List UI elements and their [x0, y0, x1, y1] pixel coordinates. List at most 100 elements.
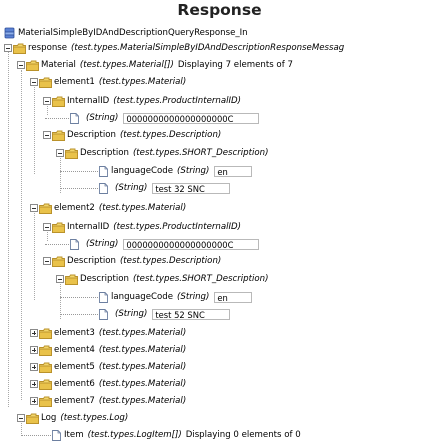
expand-toggle-icon[interactable] — [30, 397, 38, 405]
tree-node-element6[interactable]: element6 (test.types.Material) — [30, 377, 186, 391]
tree-node-response[interactable]: response (test.types.MaterialSimpleByIDA… — [4, 41, 344, 55]
node-type: (test.types.Material[]) — [79, 60, 174, 70]
description-value-field[interactable]: test 52 SNC — [152, 308, 231, 320]
languagecode-value-field[interactable]: en — [214, 291, 253, 303]
file-icon — [70, 113, 79, 124]
folder-icon — [39, 362, 52, 373]
description-value-field[interactable]: test 32 SNC — [152, 182, 231, 194]
tree-node-element4[interactable]: element4 (test.types.Material) — [30, 343, 186, 357]
collapse-toggle-icon[interactable] — [56, 275, 64, 283]
folder-icon — [13, 43, 26, 54]
tree-root[interactable]: MaterialSimpleByIDAndDescriptionQueryRes… — [4, 26, 248, 40]
languagecode-value-field[interactable]: en — [214, 165, 253, 177]
tree-node-internalid[interactable]: InternalID (test.types.ProductInternalID… — [43, 220, 241, 234]
node-type: (test.types.ProductInternalID) — [113, 96, 242, 106]
tree-node-material[interactable]: Material (test.types.Material[]) Display… — [17, 58, 293, 72]
file-icon — [52, 430, 61, 441]
tree-guide — [8, 46, 9, 407]
node-label: InternalID — [67, 96, 110, 106]
tree-guide — [21, 415, 22, 436]
tree-node-element1[interactable]: element1 (test.types.Material) — [30, 75, 186, 89]
node-label: Description — [80, 148, 129, 158]
collapse-toggle-icon[interactable] — [17, 61, 25, 69]
folder-icon — [52, 130, 65, 141]
tree-node-internalid[interactable]: InternalID (test.types.ProductInternalID… — [43, 94, 241, 108]
collapse-toggle-icon[interactable] — [30, 78, 38, 86]
node-label: element2 — [54, 203, 95, 213]
tree-node-element3[interactable]: element3 (test.types.Material) — [30, 326, 186, 340]
tree-node-description[interactable]: Description (test.types.Description) — [43, 128, 221, 142]
tree-guide — [34, 213, 35, 300]
tree-connector — [60, 187, 98, 189]
folder-icon — [39, 328, 52, 339]
collapse-toggle-icon[interactable] — [43, 131, 51, 139]
tree-leaf-item: Item (test.types.LogItem[]) Displaying 0… — [21, 428, 301, 442]
expand-toggle-icon[interactable] — [30, 329, 38, 337]
node-label: element4 — [54, 345, 95, 355]
file-icon — [99, 166, 108, 177]
expand-toggle-icon[interactable] — [30, 380, 38, 388]
collapse-toggle-icon[interactable] — [17, 414, 25, 422]
folder-icon — [26, 60, 39, 71]
node-type: (test.types.Material) — [98, 328, 187, 338]
expand-toggle-icon[interactable] — [30, 363, 38, 371]
tree-guide — [60, 284, 61, 319]
node-type: (String) — [86, 239, 119, 249]
tree-leaf-string: (String) test 52 SNC — [60, 307, 231, 321]
tree-guide — [47, 106, 48, 115]
tree-connector — [60, 313, 98, 315]
node-label: element1 — [54, 77, 95, 87]
node-type: (test.types.Material) — [98, 379, 187, 389]
tree-connector — [21, 434, 51, 436]
node-label: response — [28, 43, 68, 53]
folder-icon — [39, 379, 52, 390]
expand-toggle-icon[interactable] — [30, 346, 38, 354]
node-type: (String) — [115, 309, 148, 319]
tree-node-log[interactable]: Log (test.types.Log) — [17, 411, 128, 425]
node-label: Description — [67, 130, 116, 140]
node-type: (test.types.LogItem[]) — [87, 430, 182, 440]
file-icon — [99, 183, 108, 194]
node-type: (String) — [177, 166, 210, 176]
node-label: Item — [64, 430, 84, 440]
tree-node-short-description[interactable]: Description (test.types.SHORT_Descriptio… — [56, 146, 268, 160]
webservice-icon — [4, 27, 15, 39]
folder-icon — [65, 274, 78, 285]
collapse-toggle-icon[interactable] — [56, 149, 64, 157]
tree-leaf-string: (String) 0000000000000000000C — [45, 111, 260, 125]
node-type: (test.types.Material) — [98, 345, 187, 355]
node-type: (test.types.ProductInternalID) — [113, 222, 242, 232]
node-label: Description — [67, 256, 116, 266]
collapse-toggle-icon[interactable] — [4, 44, 12, 52]
node-count: Displaying 7 elements of 7 — [177, 60, 293, 70]
tree-node-short-description[interactable]: Description (test.types.SHORT_Descriptio… — [56, 272, 268, 286]
tree-node-element7[interactable]: element7 (test.types.Material) — [30, 394, 186, 408]
node-label: Log — [41, 413, 57, 423]
node-label: languageCode — [111, 292, 174, 302]
tree-node-description[interactable]: Description (test.types.Description) — [43, 254, 221, 268]
tree-leaf-string: (String) test 32 SNC — [60, 181, 231, 195]
collapse-toggle-icon[interactable] — [43, 257, 51, 265]
file-icon — [70, 239, 79, 250]
collapse-toggle-icon[interactable] — [30, 204, 38, 212]
node-label: element3 — [54, 328, 95, 338]
tree-connector — [45, 243, 69, 245]
internalid-value-field[interactable]: 0000000000000000000C — [123, 238, 260, 250]
tree-guide — [21, 70, 22, 400]
folder-icon — [65, 148, 78, 159]
page-title: Response — [177, 1, 262, 19]
folder-icon — [52, 256, 65, 267]
collapse-toggle-icon[interactable] — [43, 97, 51, 105]
tree-node-element2[interactable]: element2 (test.types.Material) — [30, 201, 186, 215]
tree-node-element5[interactable]: element5 (test.types.Material) — [30, 360, 186, 374]
folder-icon — [39, 345, 52, 356]
collapse-toggle-icon[interactable] — [43, 223, 51, 231]
node-label: element6 — [54, 379, 95, 389]
tree-connector — [60, 296, 98, 298]
internalid-value-field[interactable]: 0000000000000000000C — [123, 112, 260, 124]
file-icon — [99, 309, 108, 320]
tree-guide — [60, 158, 61, 193]
file-icon — [99, 292, 108, 303]
node-type: (test.types.Material) — [98, 362, 187, 372]
tree-connector — [60, 170, 98, 172]
